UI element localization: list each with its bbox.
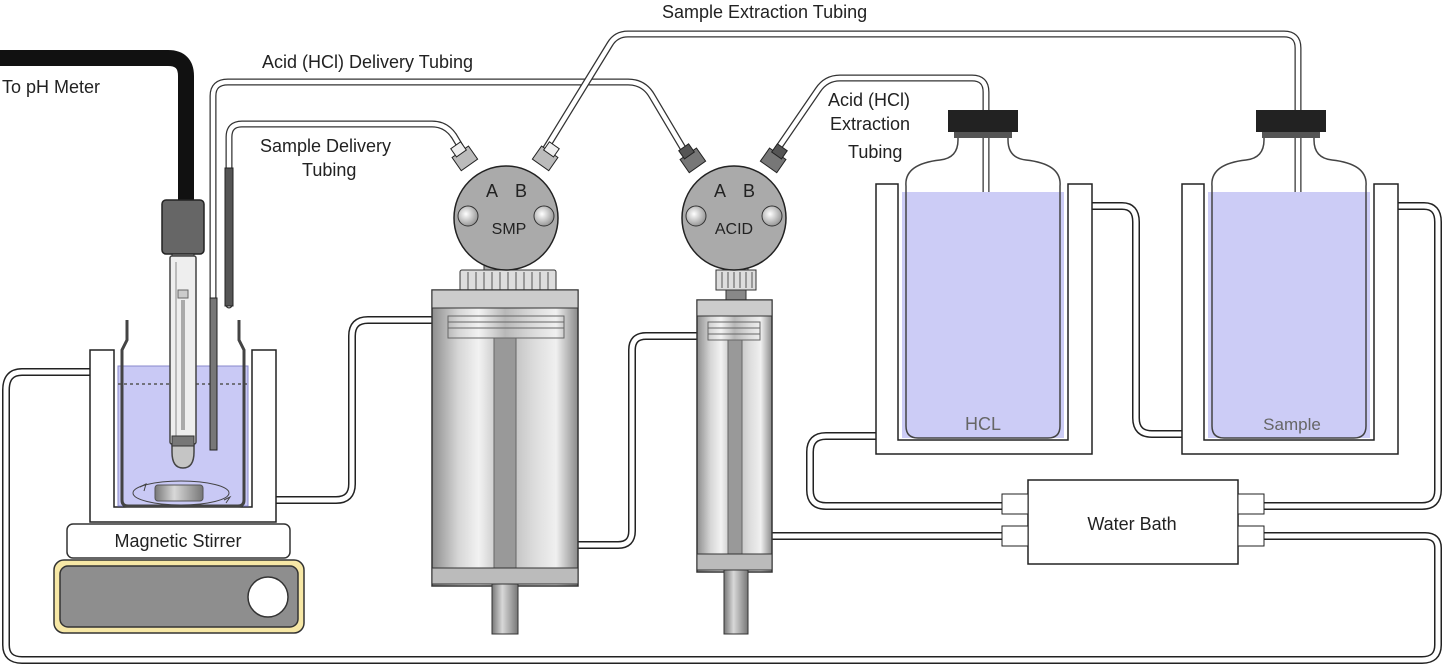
sample-cap [1256,110,1326,132]
label-acid-extraction-3: Tubing [848,142,902,162]
smp-pump-label: SMP [492,221,527,238]
smp-pump [431,141,579,635]
label-acid-extraction-1: Acid (HCl) [828,90,910,110]
smp-port-a-label: A [486,181,498,201]
label-sample-bottle: Sample [1263,415,1321,434]
label-acid-delivery: Acid (HCl) Delivery Tubing [262,52,473,72]
stirrer-plate [66,523,291,559]
label-water-bath: Water Bath [1087,514,1176,534]
hcl-reservoir [875,110,1093,455]
ph-probe [161,199,205,469]
label-to-ph-meter: To pH Meter [2,77,100,97]
acid-port-b-label: B [743,181,755,201]
water-bath-box [1027,479,1239,565]
acid-pump [678,143,788,635]
water-bath [1001,479,1265,565]
acid-delivery-tip [209,297,218,451]
jacket-tube-2 [574,332,701,549]
tubing [2,30,1442,664]
label-sample-delivery-1: Sample Delivery [260,136,391,156]
label-magnetic-stirrer: Magnetic Stirrer [114,531,241,551]
sample-delivery-tip [224,167,234,307]
label-sample-delivery-2: Tubing [302,160,356,180]
smp-valve-head [453,165,559,271]
label-hcl-bottle: HCL [965,414,1001,434]
stirrer-knob [247,576,289,618]
smp-rod [491,583,519,635]
hcl-liquid [902,192,1064,438]
sample-liquid [1208,192,1370,438]
label-sample-extraction: Sample Extraction Tubing [662,2,867,22]
hcl-cap [948,110,1018,132]
smp-port-b-label: B [515,181,527,201]
acid-rod [723,569,749,635]
ph-meter-cable [0,50,194,205]
stir-bar [154,484,204,502]
acid-port-a-label: A [714,181,726,201]
sample-reservoir [1181,110,1399,455]
label-acid-extraction-2: Extraction [830,114,910,134]
acid-pump-label: ACID [715,221,753,238]
magnetic-stirrer [53,523,305,634]
acid-delivery-tube [209,78,694,309]
acid-valve-head [681,165,787,271]
